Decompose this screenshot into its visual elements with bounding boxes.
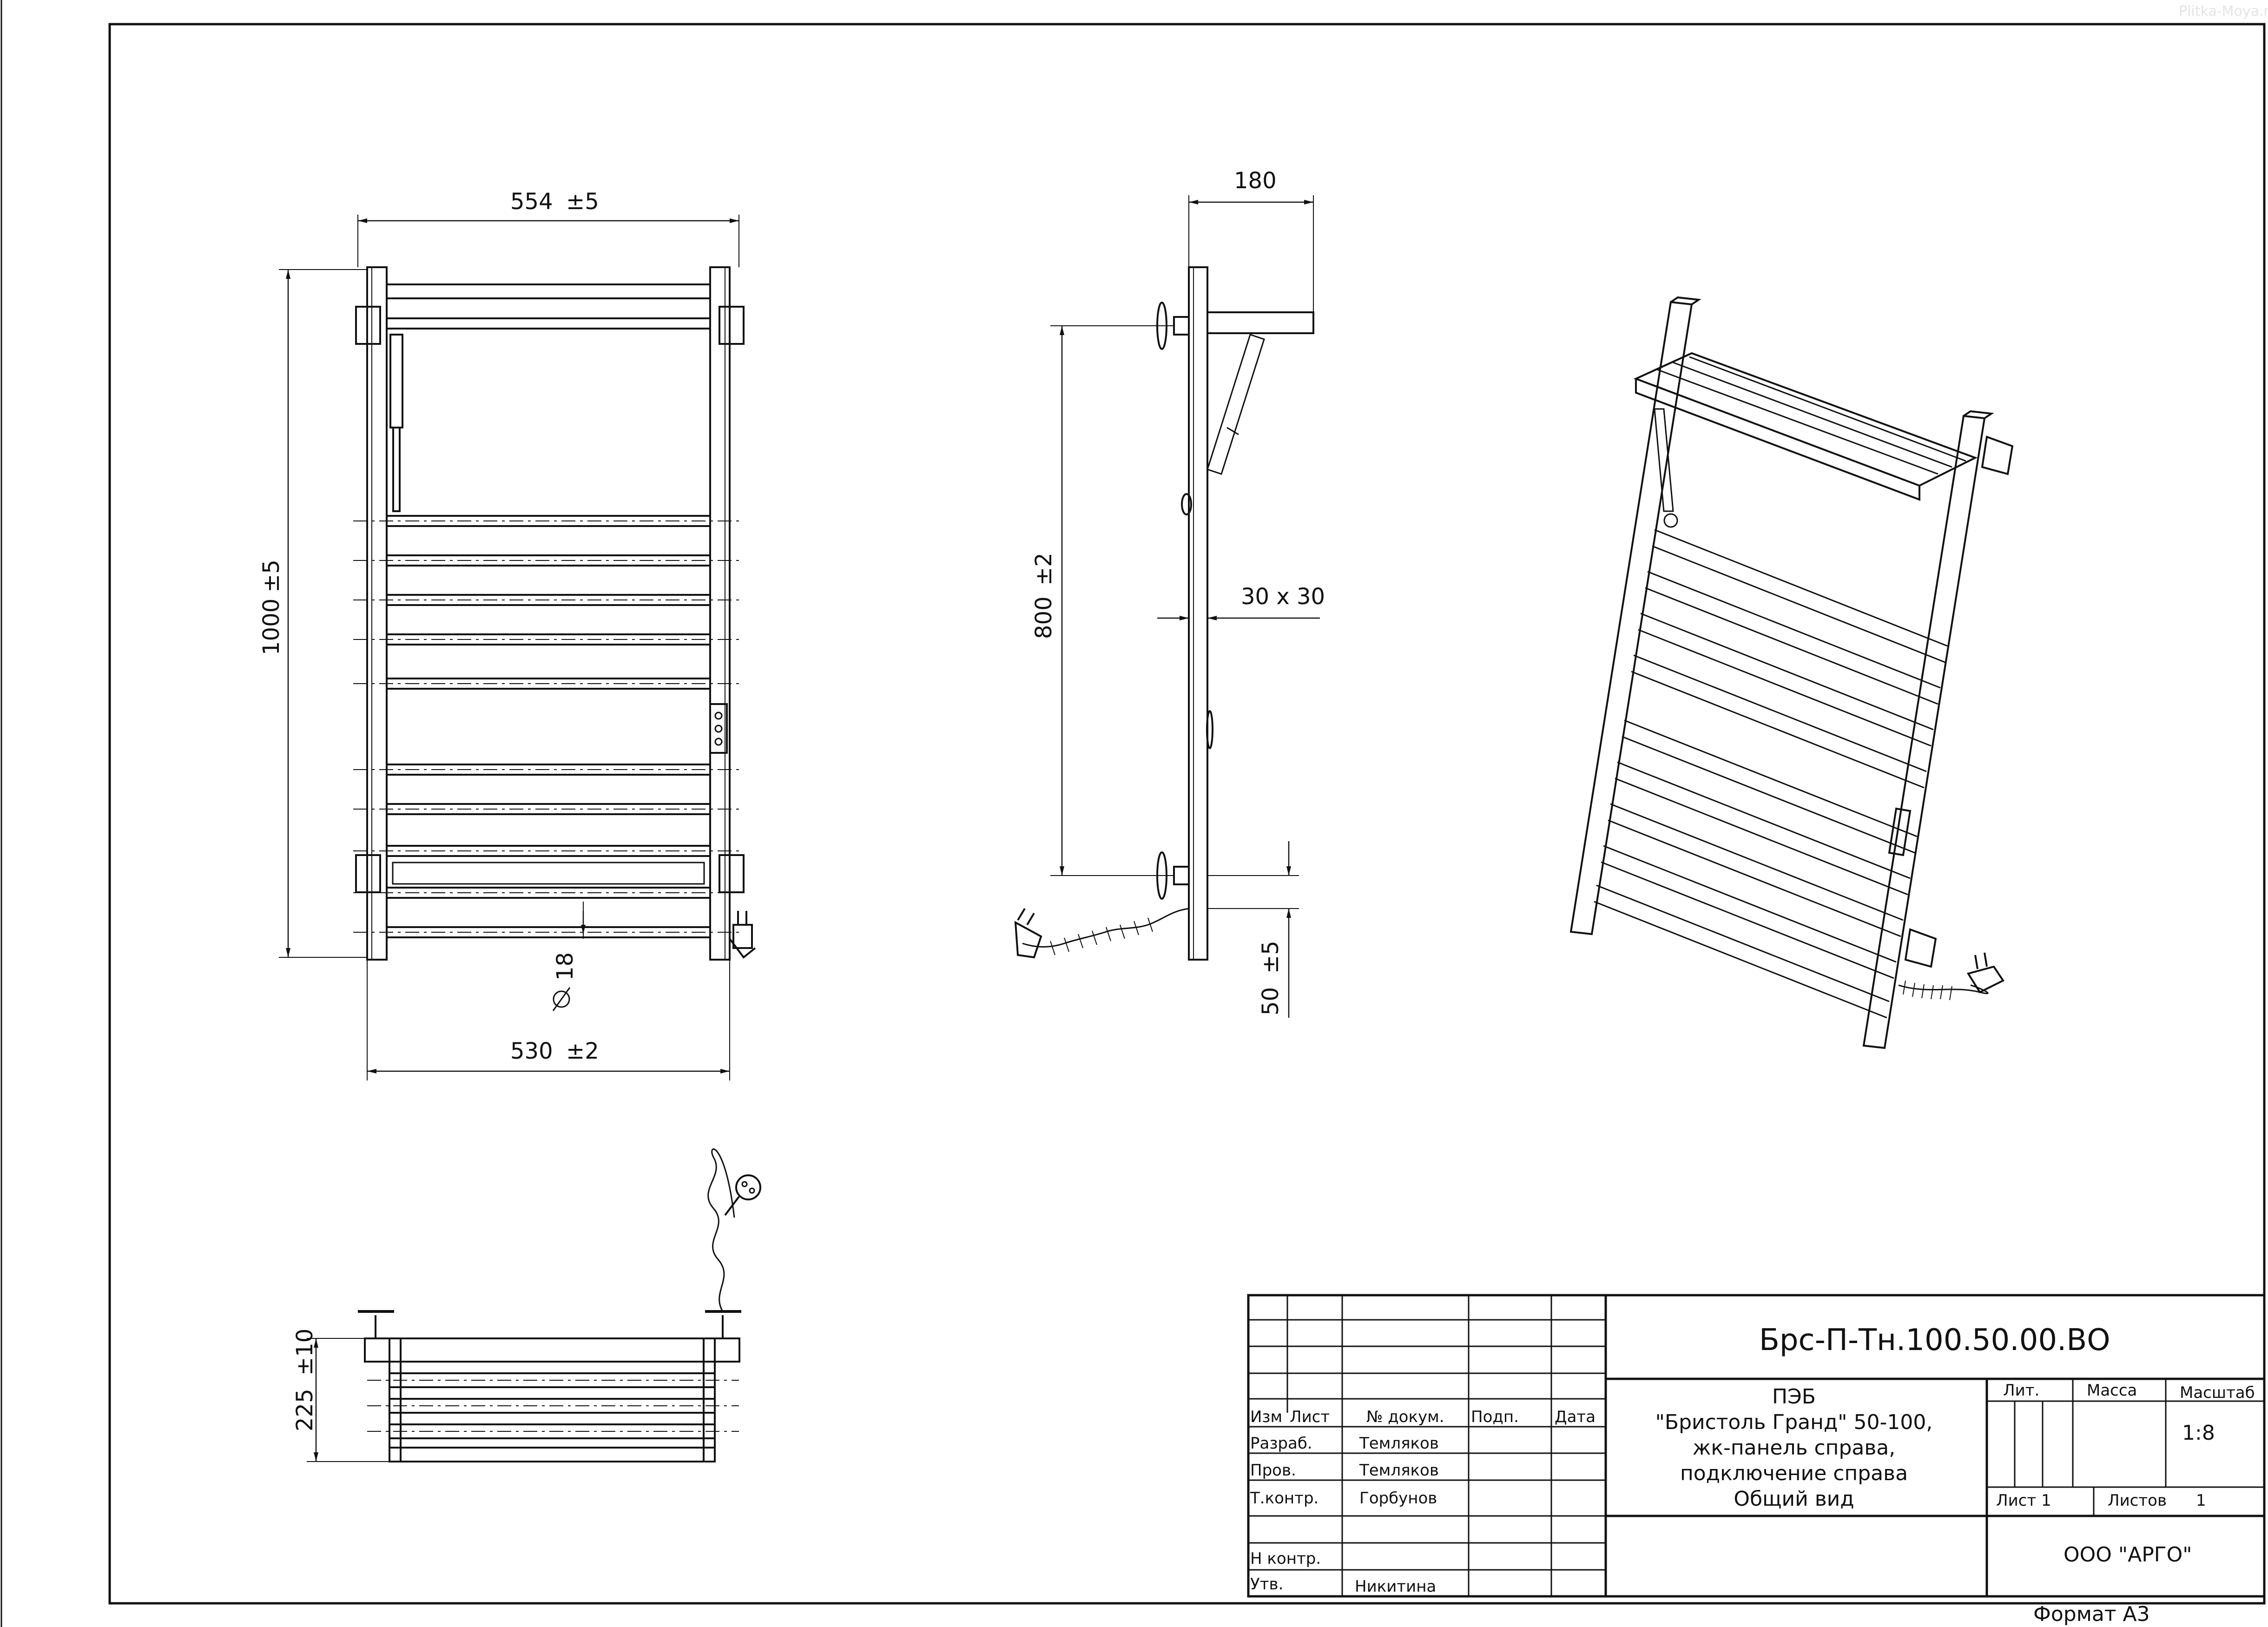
watermark: Plitka-Moya.ru xyxy=(2179,3,2268,20)
scale-value: 1:8 xyxy=(2182,1421,2215,1445)
svg-text:подключение справа: подключение справа xyxy=(1680,1462,1908,1485)
rungs xyxy=(386,515,711,938)
dim-profile: 30 x 30 xyxy=(1241,584,1325,610)
dim-width-top-tol: ±5 xyxy=(566,189,599,215)
top-view xyxy=(307,1148,761,1462)
dim-width-bottom-tol: ±2 xyxy=(566,1038,599,1064)
lcd-panel xyxy=(709,703,728,754)
company: ООО "АРГО" xyxy=(2064,1543,2192,1567)
dim-top-depth-tol: ±10 xyxy=(292,1329,318,1376)
svg-text:"Бристоль Гранд" 50-100,: "Бристоль Гранд" 50-100, xyxy=(1655,1410,1933,1434)
dim-mount-spacing-tol: ±2 xyxy=(1031,553,1057,586)
label-lit: Лит. xyxy=(2003,1381,2039,1400)
dim-pipe-diameter: 18 xyxy=(552,952,578,981)
title-block xyxy=(1247,1294,2266,1598)
side-upright xyxy=(1188,266,1208,961)
gas-strut xyxy=(389,334,403,428)
header-docnum: № докум. xyxy=(1366,1408,1444,1426)
iso-plug xyxy=(1966,952,2004,994)
iso-front-upright xyxy=(1862,415,1986,1049)
side-plug xyxy=(1014,908,1042,959)
role-checked: Пров. xyxy=(1250,1461,1296,1480)
paper-format: Формат А3 xyxy=(2033,1602,2150,1626)
side-shelf-arm xyxy=(1207,311,1314,334)
top-cable xyxy=(707,1148,735,1312)
right-upright xyxy=(709,266,731,961)
name-approved: Никитина xyxy=(1355,1577,1436,1596)
sheets-value: 1 xyxy=(2196,1491,2206,1510)
role-norm-control: Н контр. xyxy=(1250,1549,1321,1568)
dim-bottom-offset-tol: ±5 xyxy=(1258,941,1284,974)
iso-rungs xyxy=(1594,529,1948,1019)
svg-text:жк-панель справа,: жк-панель справа, xyxy=(1693,1436,1895,1460)
wall-bracket xyxy=(355,306,381,345)
header-sign: Подп. xyxy=(1471,1408,1519,1426)
dim-top-depth: 225 xyxy=(292,1389,318,1431)
label-sheets: Листов xyxy=(2108,1491,2167,1510)
doc-code: Брс-П-Тн.100.50.00.ВО xyxy=(1759,1323,2110,1357)
dim-depth: 180 xyxy=(1234,168,1277,194)
side-cable xyxy=(1022,908,1189,948)
dim-height: 1000 xyxy=(258,599,284,655)
name-tech-control: Горбунов xyxy=(1359,1489,1437,1508)
label-mass: Масса xyxy=(2087,1381,2137,1400)
left-upright xyxy=(366,266,388,961)
header-date: Дата xyxy=(1555,1408,1596,1426)
svg-text:ПЭБ: ПЭБ xyxy=(1772,1385,1816,1409)
isometric-view xyxy=(1569,296,2014,1049)
top-plug xyxy=(724,1174,761,1216)
name-checked: Темляков xyxy=(1359,1461,1439,1480)
dim-bottom-offset: 50 xyxy=(1258,987,1284,1015)
iso-shelf xyxy=(1633,352,1978,487)
name-developer: Темляков xyxy=(1359,1434,1439,1453)
title-block-text: Брс-П-Тн.100.50.00.ВО Изм Лист № докум. … xyxy=(1250,1323,2255,1596)
side-view xyxy=(1014,195,1320,1018)
dim-width-top: 554 xyxy=(510,189,553,215)
role-approved: Утв. xyxy=(1250,1575,1283,1594)
iso-back-upright xyxy=(1569,301,1693,935)
svg-text:Общий вид: Общий вид xyxy=(1734,1487,1854,1511)
dim-height-tol: ±5 xyxy=(258,560,284,593)
iso-cable xyxy=(1898,984,1989,995)
front-view xyxy=(279,215,756,1080)
shelf xyxy=(386,283,711,299)
dim-width-bottom: 530 xyxy=(510,1038,553,1064)
role-tech-control: Т.контр. xyxy=(1250,1489,1319,1508)
description: ПЭБ "Бристоль Гранд" 50-100, жк-панель с… xyxy=(1655,1385,1933,1511)
header-list: Лист xyxy=(1290,1408,1330,1426)
header-izm: Изм xyxy=(1250,1408,1282,1426)
top-right-upright xyxy=(703,1337,716,1462)
dim-mount-spacing: 800 xyxy=(1031,596,1057,639)
label-scale: Масштаб xyxy=(2180,1383,2255,1402)
label-sheet: Лист 1 xyxy=(1996,1491,2051,1510)
role-developer: Разраб. xyxy=(1250,1434,1312,1453)
top-left-upright xyxy=(389,1337,402,1462)
plug xyxy=(729,911,756,959)
